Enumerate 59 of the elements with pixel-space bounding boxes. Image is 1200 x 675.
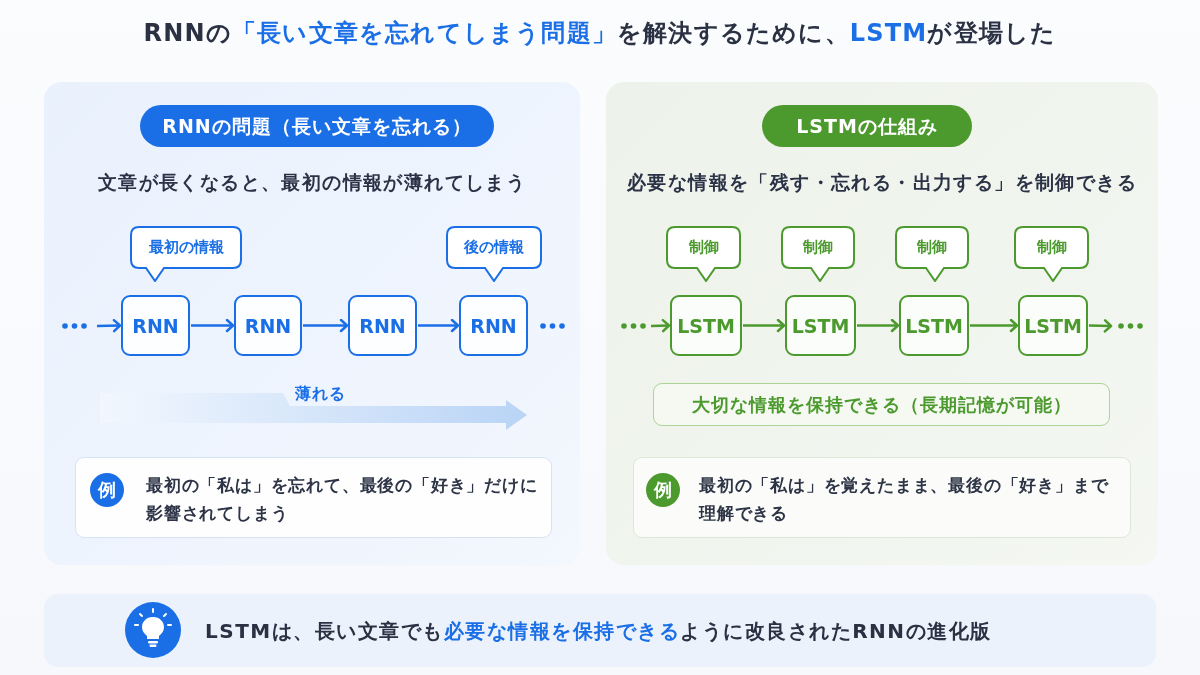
- section-heading-pill: [762, 105, 972, 147]
- node-label: LSTM: [1024, 313, 1082, 338]
- section-heading-pill: [140, 105, 494, 147]
- arrow: [303, 318, 349, 333]
- speech-bubble: [781, 226, 855, 282]
- panel-card: [44, 82, 580, 565]
- process-box: [670, 295, 742, 356]
- node-label: LSTM: [677, 313, 735, 338]
- arrow: [418, 318, 460, 333]
- bubble-text: 制御: [803, 237, 833, 258]
- arrow: [1088, 319, 1113, 333]
- arrow-label: 薄れる: [295, 384, 346, 404]
- example-text: 最初の「私は」を忘れて、最後の「好き」だけに影響されてしまう: [146, 474, 539, 525]
- note-box: [653, 383, 1110, 426]
- process-box: [121, 295, 190, 356]
- speech-bubble: [666, 226, 741, 282]
- arrow: [743, 318, 786, 333]
- example-badge: [90, 473, 124, 507]
- panel-card: [606, 82, 1158, 565]
- bubble-text: 後の情報: [464, 237, 524, 258]
- badge-text: 例: [654, 479, 672, 501]
- heading-text: RNNの問題（長い文章を忘れる）: [162, 114, 472, 139]
- note-text: 大切な情報を保持できる（長期記憶が可能）: [691, 392, 1072, 417]
- bubble-text: 制御: [917, 237, 947, 258]
- speech-bubble: [446, 226, 542, 282]
- example-text: 最初の「私は」を覚えたまま、最後の「好き」まで理解できる: [699, 474, 1110, 525]
- panel-subtitle: 文章が長くなると、最初の情報が薄れてしまう: [97, 171, 527, 195]
- bubble-text: 制御: [1036, 237, 1067, 258]
- bubble-text: 制御: [688, 237, 719, 258]
- speech-bubble: [130, 226, 242, 282]
- node-label: LSTM: [905, 313, 963, 338]
- process-box: [459, 295, 528, 356]
- example-badge: [646, 473, 680, 507]
- process-box: [1018, 295, 1088, 356]
- process-box: [785, 295, 856, 356]
- example-card: [633, 457, 1131, 538]
- process-box: [234, 295, 302, 356]
- process-box: [348, 295, 417, 356]
- example-card: [75, 457, 552, 538]
- arrow: [970, 318, 1019, 333]
- process-box: [899, 295, 969, 356]
- badge-text: 例: [98, 479, 116, 501]
- node-label: RNN: [132, 313, 179, 338]
- speech-bubble: [895, 226, 969, 282]
- speech-bubble: [1014, 226, 1089, 282]
- node-label: LSTM: [791, 313, 850, 338]
- arrow: [96, 318, 122, 333]
- summary-text: LSTMは、長い文章でも必要な情報を保持できるように改良されたRNNの進化版: [205, 618, 992, 645]
- heading-text: LSTMの仕組み: [796, 114, 938, 139]
- arrow: [191, 318, 235, 333]
- bubble-text: 最初の情報: [148, 237, 224, 258]
- page-title: RNNの「長い文章を忘れてしまう問題」を解決するために、LSTMが登場した: [143, 18, 1057, 49]
- node-label: RNN: [244, 313, 292, 338]
- node-label: RNN: [359, 313, 406, 338]
- summary-banner: [44, 594, 1156, 667]
- panel-subtitle: 必要な情報を「残す・忘れる・出力する」を制御できる: [627, 171, 1137, 195]
- arrow: [650, 318, 671, 333]
- node-label: RNN: [470, 313, 517, 338]
- arrow: [857, 318, 900, 333]
